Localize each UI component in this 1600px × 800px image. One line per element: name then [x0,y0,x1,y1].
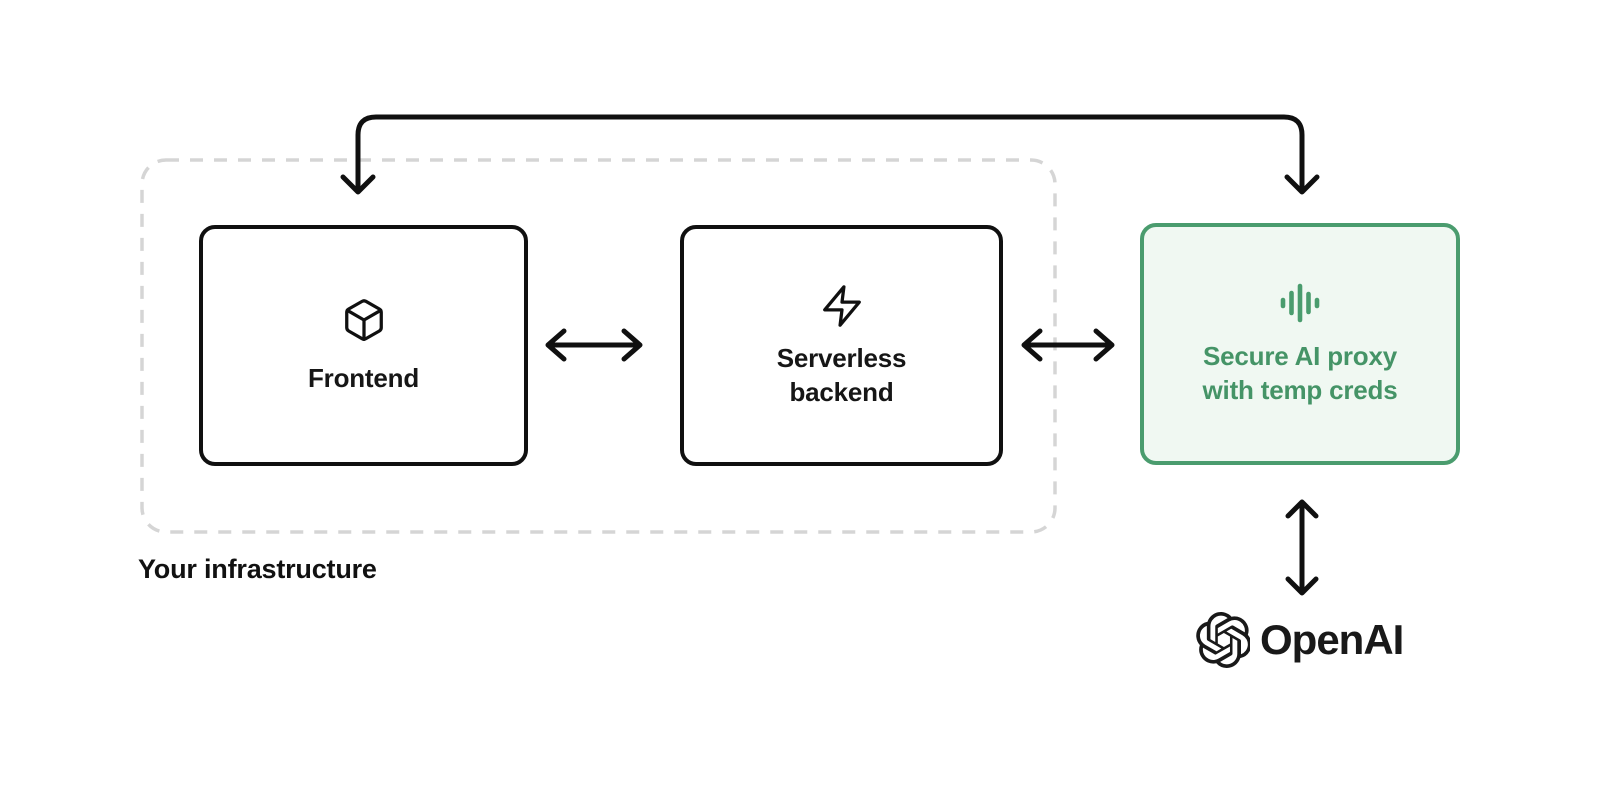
serverless-backend-label: Serverless backend [776,342,907,407]
top-connector-arrow [340,114,1320,195]
frontend-node: Frontend [199,225,528,466]
proxy-openai-arrow [1285,499,1319,596]
secure-proxy-node: Secure AI proxy with temp creds [1140,223,1460,465]
serverless-backend-node: Serverless backend [680,225,1003,466]
waveform-icon [1280,283,1320,323]
backend-proxy-arrow [1021,328,1115,362]
openai-node: OpenAI [1194,612,1404,668]
openai-wordmark: OpenAI [1260,616,1404,663]
frontend-backend-arrow [545,328,643,362]
secure-proxy-label: Secure AI proxy with temp creds [1202,341,1398,405]
infrastructure-label: Your infrastructure [138,554,377,584]
frontend-label: Frontend [307,362,420,393]
openai-logo-icon [1196,612,1250,668]
cube-icon [344,298,383,341]
bolt-icon [822,284,861,327]
